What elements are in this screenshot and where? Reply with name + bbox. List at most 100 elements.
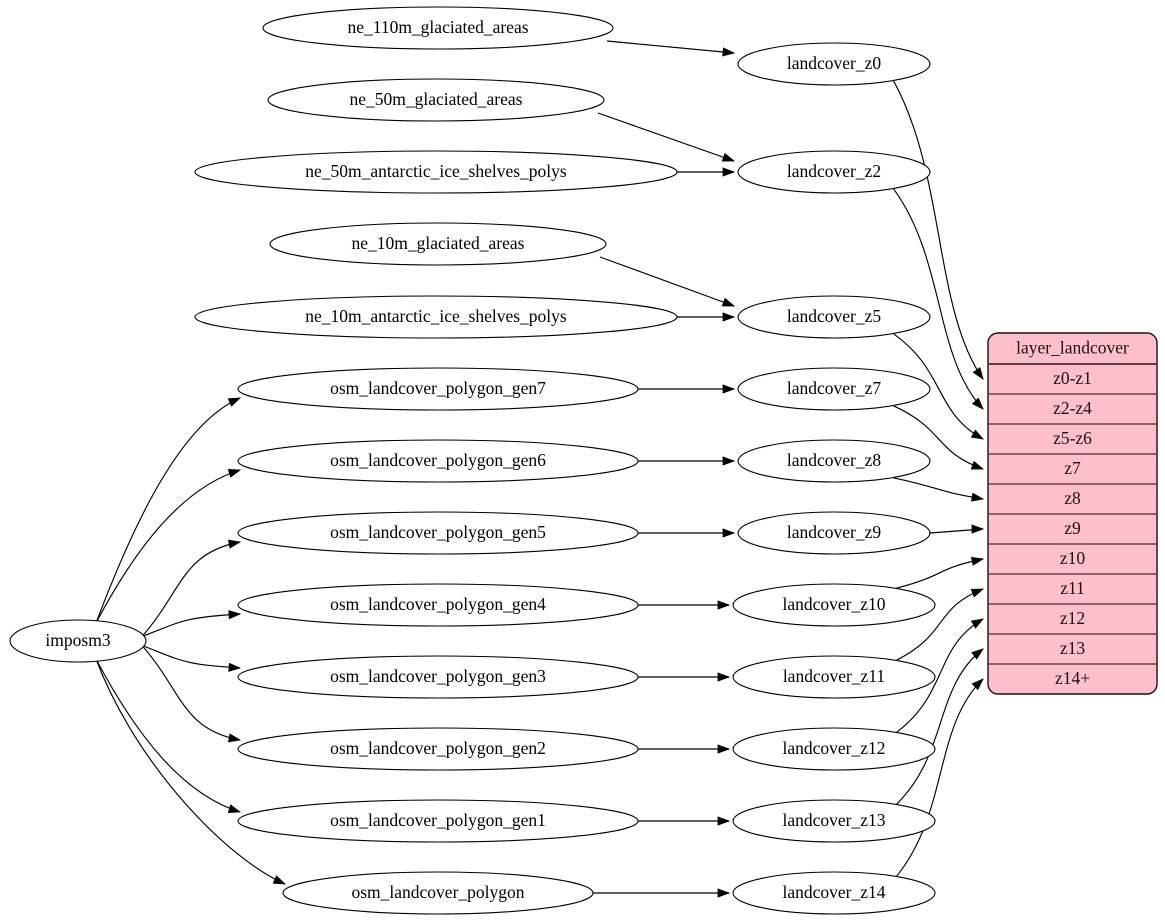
table-row-z5-z6[interactable]: z5-z6 xyxy=(1053,428,1092,448)
edge-landcover_z7-to-z7 xyxy=(893,405,985,470)
node-landcover_z0[interactable]: landcover_z0 xyxy=(737,42,931,86)
node-label: landcover_z5 xyxy=(787,306,882,326)
edge-arrowhead xyxy=(722,167,736,177)
node-label: osm_landcover_polygon_gen7 xyxy=(330,378,546,398)
node-shape xyxy=(237,439,639,483)
edge-landcover_z12-to-z12 xyxy=(896,618,985,733)
node-osm_landcover_polygon_gen3[interactable]: osm_landcover_polygon_gen3 xyxy=(237,655,639,699)
node-label: landcover_z2 xyxy=(787,161,881,181)
node-label: landcover_z11 xyxy=(783,666,885,686)
node-landcover_z9[interactable]: landcover_z9 xyxy=(737,511,931,555)
edge-arrowhead xyxy=(228,662,242,672)
edge-arrowhead xyxy=(722,312,736,322)
table-row-z0-z1[interactable]: z0-z1 xyxy=(1053,368,1092,388)
node-landcover_z11[interactable]: landcover_z11 xyxy=(732,655,936,699)
edge-ne_10m_antarctic_ice_shelves_polys-to-landcover_z5 xyxy=(677,312,736,322)
node-landcover_z8[interactable]: landcover_z8 xyxy=(737,439,931,483)
node-imposm3[interactable]: imposm3 xyxy=(9,619,147,663)
node-ne_10m_glaciated_areas[interactable]: ne_10m_glaciated_areas xyxy=(269,222,607,266)
node-osm_landcover_polygon_gen7[interactable]: osm_landcover_polygon_gen7 xyxy=(237,367,639,411)
table-row-z12[interactable]: z12 xyxy=(1060,608,1085,628)
node-shape xyxy=(732,583,936,627)
table-row-z13[interactable]: z13 xyxy=(1060,638,1086,658)
edge-ne_50m_antarctic_ice_shelves_polys-to-landcover_z2 xyxy=(677,167,736,177)
node-label: landcover_z8 xyxy=(787,450,882,470)
node-label: landcover_z13 xyxy=(782,810,885,830)
edge-osm_landcover_polygon_gen7-to-landcover_z7 xyxy=(638,384,736,394)
nodes-layer: imposm3 ne_110m_glaciated_areas ne_50m_gla… xyxy=(9,6,936,915)
edge-arrowhead xyxy=(227,733,242,743)
node-osm_landcover_polygon_gen2[interactable]: osm_landcover_polygon_gen2 xyxy=(237,727,639,771)
node-landcover_z2[interactable]: landcover_z2 xyxy=(737,150,931,194)
edge-arrowhead xyxy=(717,816,731,826)
node-landcover_z5[interactable]: landcover_z5 xyxy=(737,295,931,339)
edge-arrowhead xyxy=(227,539,242,549)
node-ne_50m_glaciated_areas[interactable]: ne_50m_glaciated_areas xyxy=(267,78,605,122)
edge-arrowhead xyxy=(970,618,985,629)
node-shape xyxy=(282,871,594,915)
node-landcover_z13[interactable]: landcover_z13 xyxy=(732,799,936,843)
edge-arrowhead xyxy=(272,875,287,885)
layer-landcover-table[interactable]: layer_landcoverz0-z1z2-z4z5-z6z7z8z9z10z… xyxy=(987,332,1158,695)
edge-landcover_z9-to-z9 xyxy=(929,524,985,534)
edge-imposm3-to-osm_landcover_polygon xyxy=(95,658,287,885)
edge-imposm3-to-osm_landcover_polygon_gen7 xyxy=(95,397,242,624)
edge-arrowhead xyxy=(970,588,985,598)
edge-arrowhead xyxy=(722,456,736,466)
node-landcover_z12[interactable]: landcover_z12 xyxy=(732,727,936,771)
node-shape xyxy=(269,222,607,266)
edge-arrowhead xyxy=(971,397,984,410)
node-label: landcover_z7 xyxy=(787,378,882,398)
edge-arrowhead xyxy=(722,384,736,394)
edge-arrowhead xyxy=(970,429,985,440)
table-row-z9[interactable]: z9 xyxy=(1064,518,1081,538)
edge-osm_landcover_polygon_gen6-to-landcover_z8 xyxy=(638,456,736,466)
edge-landcover_z10-to-z10 xyxy=(896,556,985,589)
table-row-z14+[interactable]: z14+ xyxy=(1055,668,1090,688)
node-shape xyxy=(194,295,678,339)
edge-osm_landcover_polygon_gen1-to-landcover_z13 xyxy=(638,816,731,826)
edge-landcover_z0-to-z0-z1 xyxy=(893,80,984,380)
edge-arrowhead xyxy=(971,648,984,660)
edge-landcover_z14-to-z14+ xyxy=(896,678,984,877)
node-landcover_z10[interactable]: landcover_z10 xyxy=(732,583,936,627)
node-shape xyxy=(262,6,614,50)
node-landcover_z7[interactable]: landcover_z7 xyxy=(737,367,931,411)
table-row-z8[interactable]: z8 xyxy=(1064,488,1081,508)
edge-imposm3-to-osm_landcover_polygon_gen4 xyxy=(141,610,242,638)
table-row-z11[interactable]: z11 xyxy=(1060,578,1085,598)
node-landcover_z14[interactable]: landcover_z14 xyxy=(732,871,936,915)
edge-imposm3-to-osm_landcover_polygon_gen6 xyxy=(95,469,242,624)
edge-arrowhead xyxy=(717,672,731,682)
node-ne_10m_antarctic_ice_shelves_polys[interactable]: ne_10m_antarctic_ice_shelves_polys xyxy=(194,295,678,339)
edge-arrowhead xyxy=(971,678,984,691)
table-layer: layer_landcoverz0-z1z2-z4z5-z6z7z8z9z10z… xyxy=(987,332,1158,695)
edge-arrowhead xyxy=(971,524,985,534)
edge-imposm3-to-osm_landcover_polygon_gen2 xyxy=(141,645,242,743)
table-row-z2-z4[interactable]: z2-z4 xyxy=(1053,398,1092,418)
node-osm_landcover_polygon_gen6[interactable]: osm_landcover_polygon_gen6 xyxy=(237,439,639,483)
node-shape xyxy=(237,727,639,771)
edge-landcover_z11-to-z11 xyxy=(896,588,985,661)
node-ne_50m_antarctic_ice_shelves_polys[interactable]: ne_50m_antarctic_ice_shelves_polys xyxy=(194,150,678,194)
edge-arrowhead xyxy=(717,744,731,754)
node-shape xyxy=(237,799,639,843)
node-label: landcover_z14 xyxy=(782,882,885,902)
node-osm_landcover_polygon_gen4[interactable]: osm_landcover_polygon_gen4 xyxy=(237,583,639,627)
node-shape xyxy=(732,871,936,915)
node-osm_landcover_polygon[interactable]: osm_landcover_polygon xyxy=(282,871,594,915)
edge-arrowhead xyxy=(721,297,736,307)
node-shape xyxy=(732,727,936,771)
node-osm_landcover_polygon_gen5[interactable]: osm_landcover_polygon_gen5 xyxy=(237,511,639,555)
edge-arrowhead xyxy=(227,804,242,813)
node-ne_110m_glaciated_areas[interactable]: ne_110m_glaciated_areas xyxy=(262,6,614,50)
node-label: osm_landcover_polygon xyxy=(351,882,524,902)
table-row-z7[interactable]: z7 xyxy=(1064,458,1081,478)
node-osm_landcover_polygon_gen1[interactable]: osm_landcover_polygon_gen1 xyxy=(237,799,639,843)
node-shape xyxy=(237,367,639,411)
node-shape xyxy=(194,150,678,194)
table-row-z10[interactable]: z10 xyxy=(1060,548,1086,568)
node-label: landcover_z9 xyxy=(787,522,882,542)
node-shape xyxy=(237,511,639,555)
edge-ne_110m_glaciated_areas-to-landcover_z0 xyxy=(606,40,736,57)
